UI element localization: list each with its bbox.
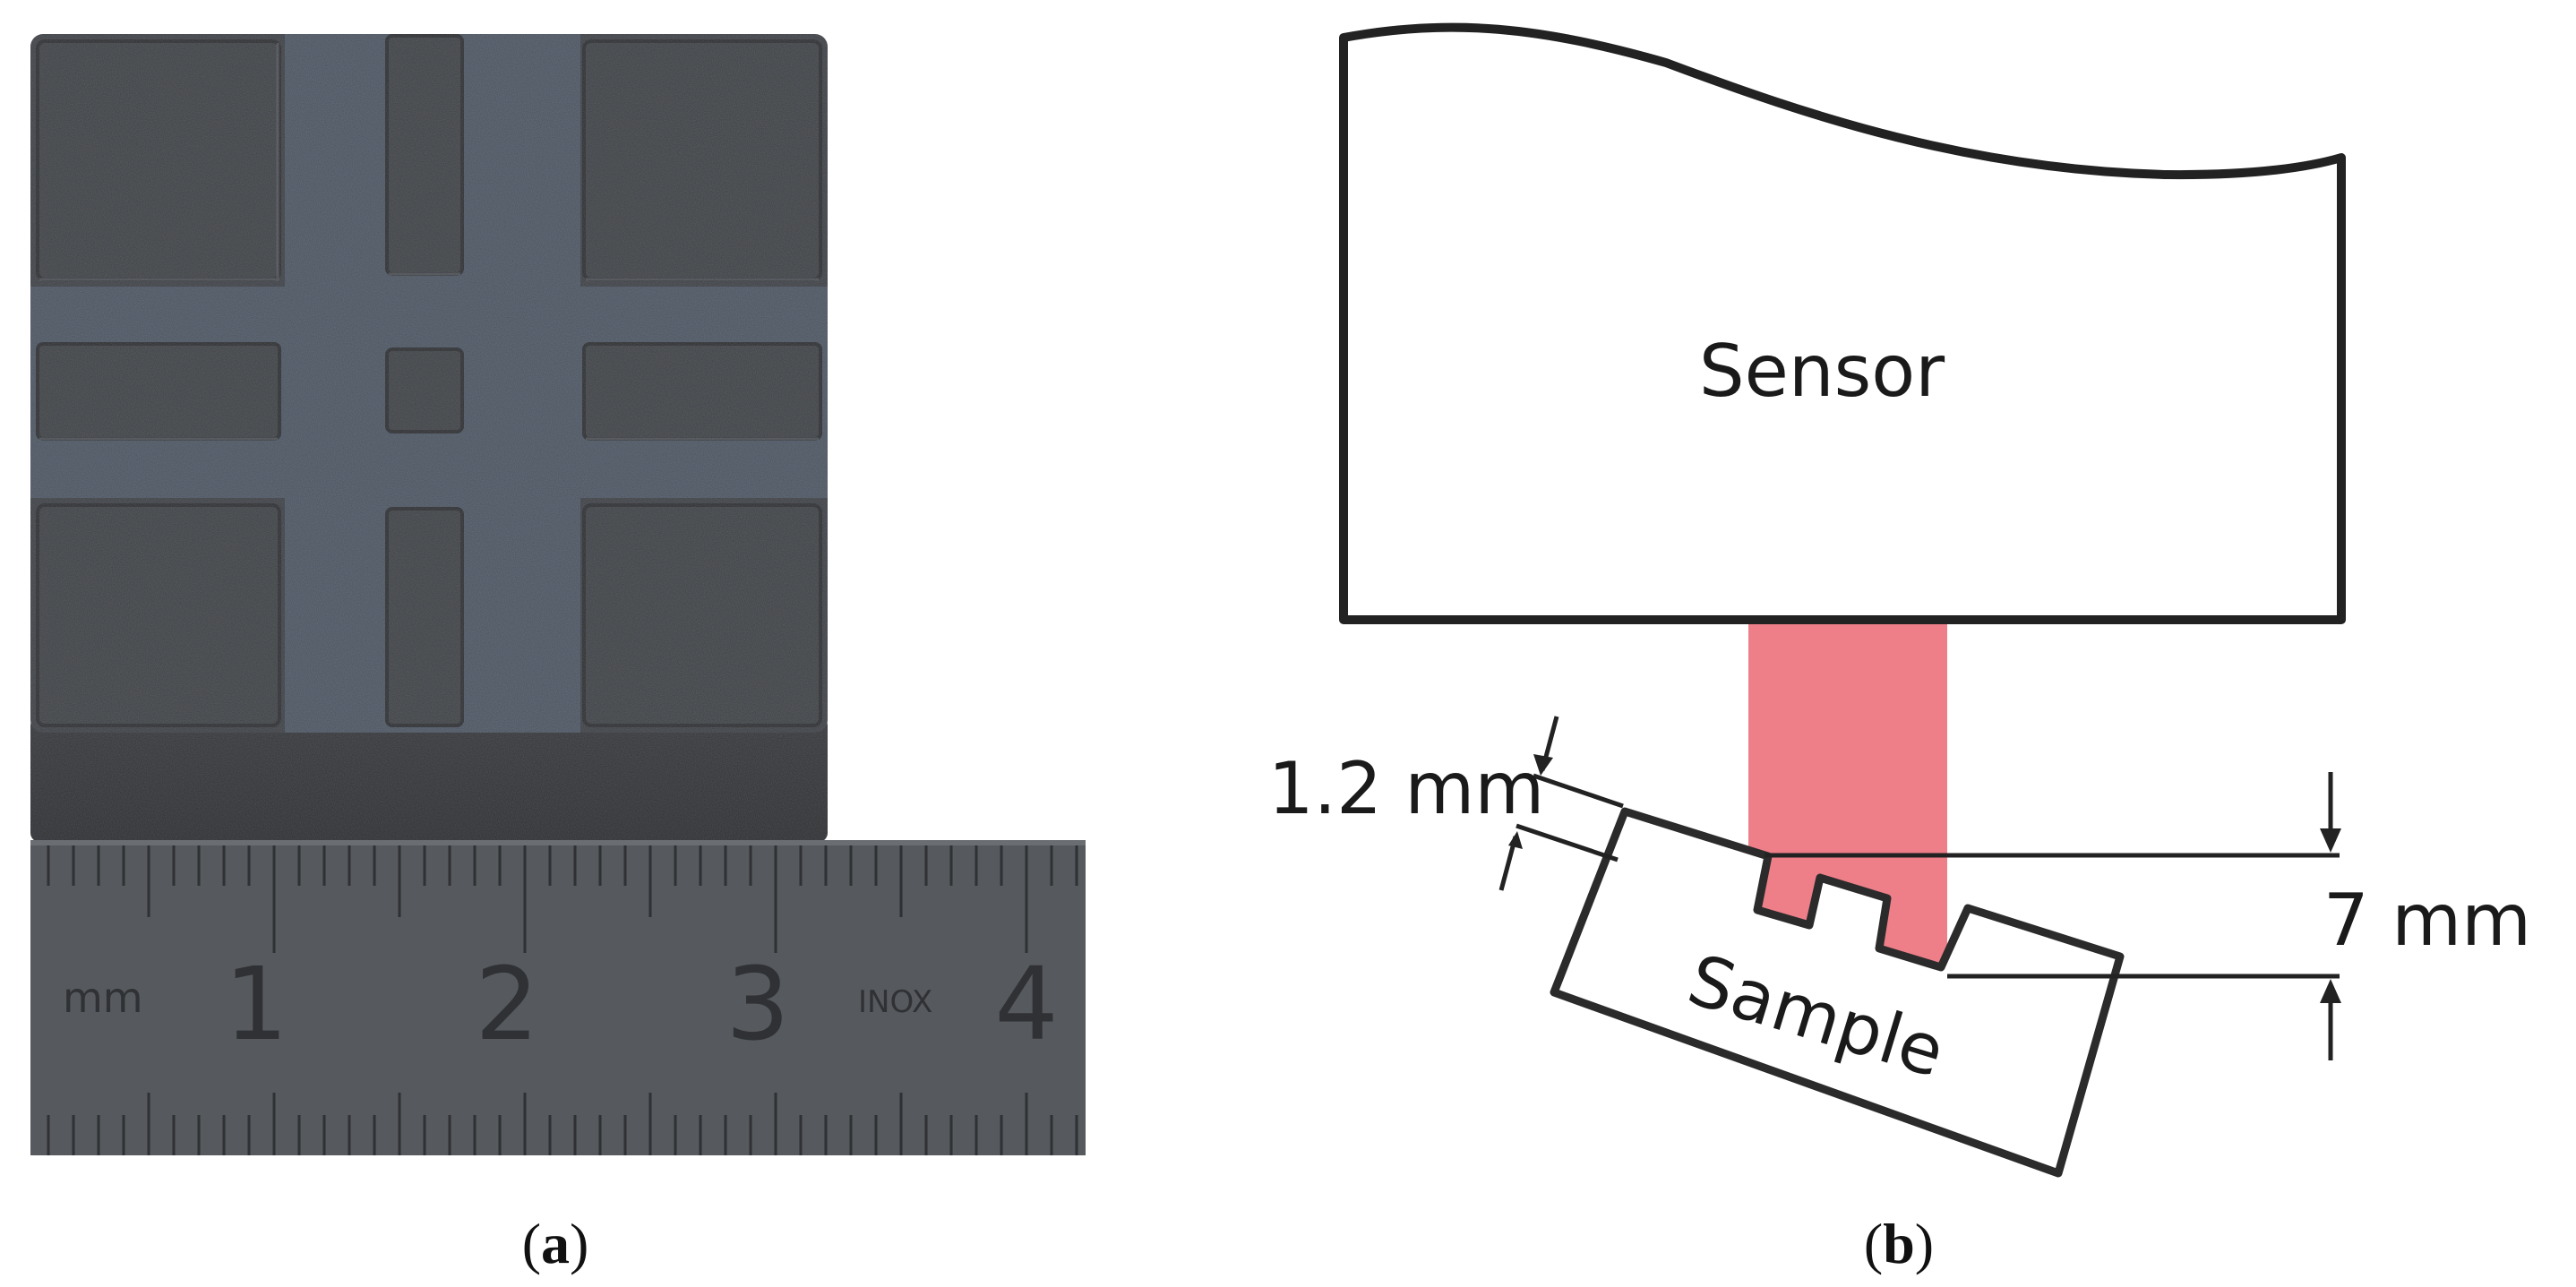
ruler-number-2: 2 <box>475 947 538 1063</box>
panel-a-photo: mm 1 2 3 INOX 4 <box>30 34 1086 1155</box>
dimension-1-2mm <box>1498 716 1624 891</box>
caption-a: (a) <box>522 1212 589 1275</box>
sample-outline <box>1550 807 2125 1178</box>
ruler-brand: INOX <box>858 984 932 1020</box>
ruler-number-3: 3 <box>726 947 789 1063</box>
caption-b: (b) <box>1864 1212 1934 1275</box>
dimension-1-2mm-label: 1.2 mm <box>1268 747 1545 830</box>
ruler-number-4: 4 <box>994 947 1058 1063</box>
ruler-ticks <box>47 845 1078 1155</box>
ruler: mm 1 2 3 INOX 4 <box>30 840 1086 1155</box>
ruler-unit-label: mm <box>63 974 143 1022</box>
dimension-7mm <box>1765 772 2341 1060</box>
sensor-body <box>1339 22 2346 624</box>
ruler-number-1: 1 <box>224 947 288 1063</box>
dimension-7mm-label: 7 mm <box>2323 879 2531 962</box>
sensor-label: Sensor <box>1699 330 1945 413</box>
panel-b-diagram: Sensor Sample 7 mm 1.2 mm <box>1268 22 2531 1178</box>
